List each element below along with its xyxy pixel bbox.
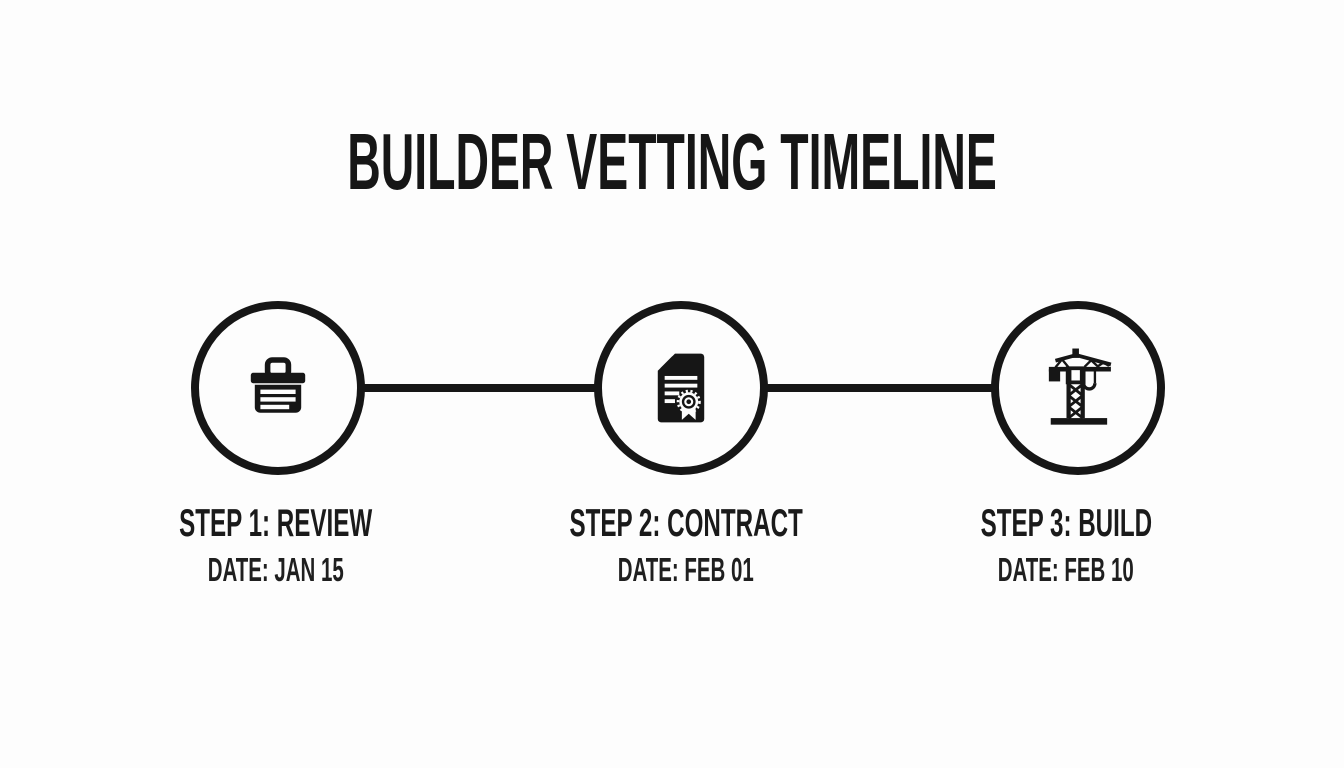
page-title-text: BUILDER VETTING TIMELINE (347, 117, 997, 206)
timeline-node-build (991, 301, 1165, 475)
step-label: STEP 3: BUILD (980, 502, 1152, 545)
page-title: BUILDER VETTING TIMELINE (0, 122, 1344, 202)
timeline-node-contract (594, 301, 768, 475)
step-2-text: STEP 2: CONTRACT DATE: FEB 01 (476, 504, 896, 586)
timeline-node-review (191, 301, 365, 475)
tower-crane-icon (1048, 348, 1112, 425)
step-date: DATE: JAN 15 (207, 551, 345, 588)
step-1-text: STEP 1: REVIEW DATE: JAN 15 (66, 504, 486, 586)
step-date: DATE: FEB 10 (997, 551, 1135, 588)
step-date: DATE: FEB 01 (617, 551, 755, 588)
step-3-text: STEP 3: BUILD DATE: FEB 10 (856, 504, 1276, 586)
storage-box-icon (250, 357, 306, 413)
step-label: STEP 1: REVIEW (179, 502, 373, 545)
timeline-connector-2 (760, 384, 1000, 392)
certificate-icon (657, 353, 705, 423)
timeline-connector-1 (356, 384, 604, 392)
step-label: STEP 2: CONTRACT (569, 502, 803, 545)
